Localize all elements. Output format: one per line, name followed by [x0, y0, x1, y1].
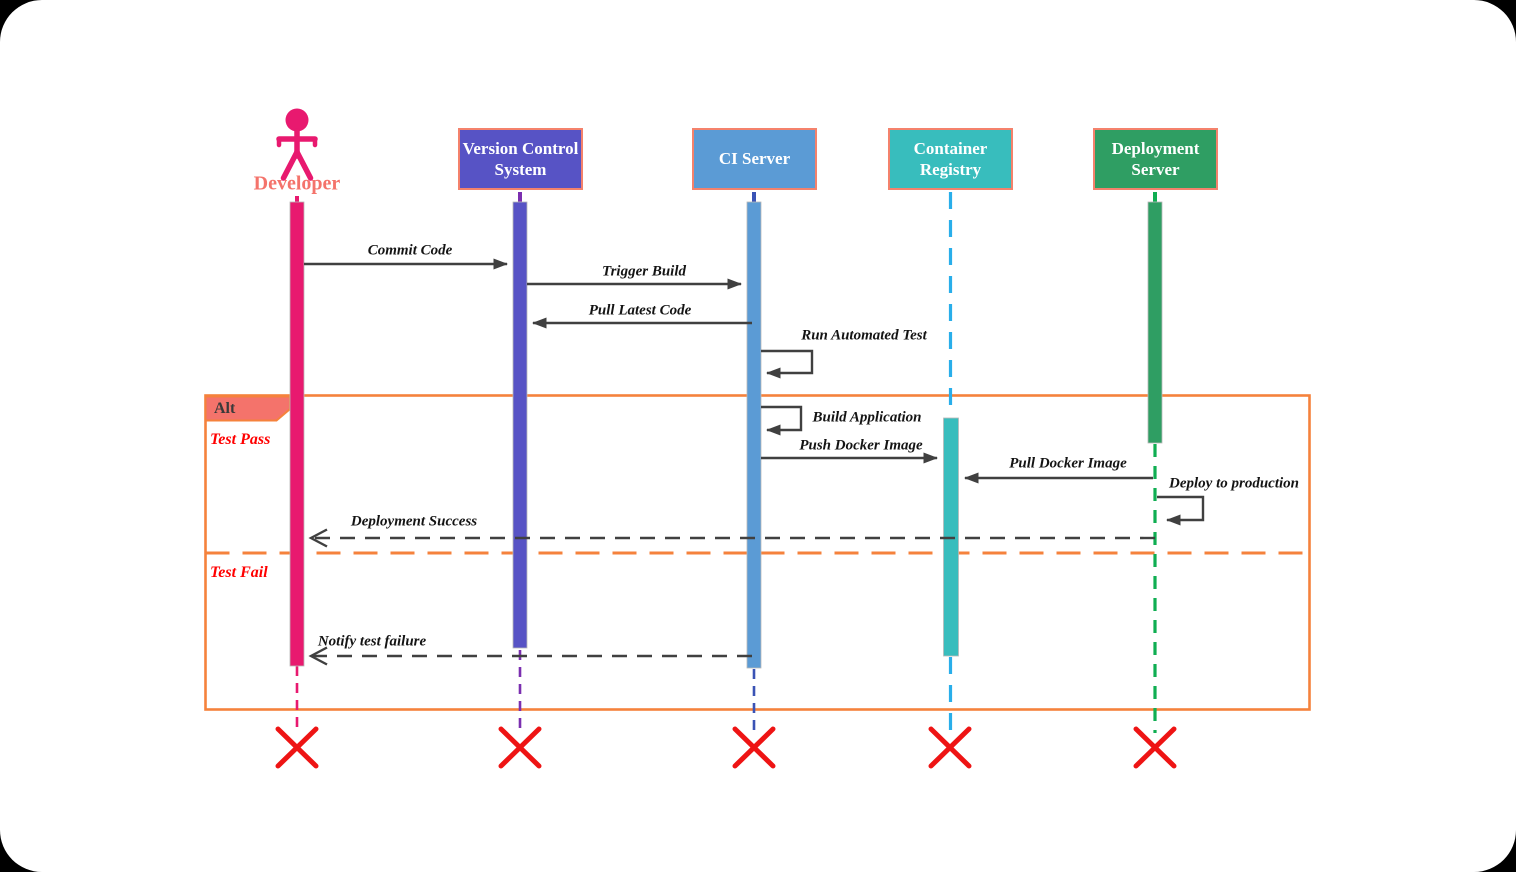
destroy-x-vcs	[498, 726, 542, 769]
destroy-x-deployment-server	[1133, 726, 1177, 769]
participant-label-container-registry: Container Registry	[913, 138, 988, 179]
activation-ci-server	[746, 201, 762, 669]
alt-operator-tab	[204, 395, 291, 422]
message-label-deployment-success: Deployment Success	[350, 513, 478, 530]
message-label-pull-latest-code: Pull Latest Code	[588, 302, 692, 319]
destroy-x-container-registry	[928, 726, 972, 769]
alt-guard-test-fail: Test Fail	[210, 564, 268, 581]
alt-operator-label: Alt	[214, 400, 236, 417]
participant-box-deployment-server: Deployment Server	[1093, 128, 1218, 190]
destroy-x-marks	[275, 726, 1177, 769]
message-label-run-automated-test: Run Automated Test	[801, 327, 927, 344]
message-label-deploy-to-production: Deploy to production	[1169, 475, 1299, 492]
arrow-build-application-selfloop	[761, 405, 803, 436]
participant-box-ci-server: CI Server	[692, 128, 817, 190]
arrowhead-deployment-success	[308, 528, 328, 548]
alt-guard-test-pass: Test Pass	[210, 431, 271, 448]
message-label-push-docker-image: Push Docker Image	[799, 437, 923, 454]
activation-vcs	[512, 201, 528, 649]
arrow-run-automated-test-selfloop	[761, 349, 814, 379]
activation-developer	[289, 201, 305, 667]
participant-box-container-registry: Container Registry	[888, 128, 1013, 190]
participant-label-deployment-server: Deployment Server	[1111, 138, 1200, 179]
message-label-notify-test-failure: Notify test failure	[317, 633, 427, 650]
activation-deployment-server	[1147, 201, 1163, 444]
destroy-x-ci-server	[732, 726, 776, 769]
developer-actor-icon	[276, 108, 318, 181]
participant-label-vcs: Version Control System	[462, 138, 579, 179]
message-label-pull-docker-image: Pull Docker Image	[1009, 455, 1127, 472]
message-label-commit-code: Commit Code	[367, 242, 453, 259]
message-label-trigger-build: Trigger Build	[601, 263, 687, 280]
message-arrows	[304, 258, 1205, 666]
arrow-deploy-to-production-selfloop	[1157, 495, 1205, 526]
participant-label-ci-server: CI Server	[718, 149, 791, 169]
lifelines	[295, 192, 1157, 733]
participant-label-developer: Developer	[253, 172, 341, 195]
message-label-build-application: Build Application	[812, 409, 922, 426]
activation-bars	[289, 201, 1163, 669]
participant-box-vcs: Version Control System	[458, 128, 583, 190]
destroy-x-developer	[275, 726, 319, 769]
arrowhead-notify-test-failure	[308, 646, 328, 666]
